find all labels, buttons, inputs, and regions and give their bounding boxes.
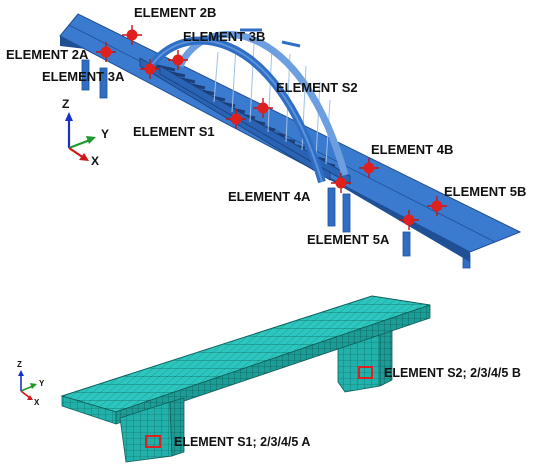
arch-bracing xyxy=(197,28,301,48)
label-element-s1: ELEMENT S1 xyxy=(133,124,215,139)
label-element-s1-a: ELEMENT S1; 2/3/4/5 A xyxy=(174,435,310,449)
axis-triad-top: Z Y X xyxy=(62,97,109,168)
label-element-2b: ELEMENT 2B xyxy=(134,5,216,20)
marker-5a xyxy=(399,210,419,230)
mesh-slab-side xyxy=(115,304,431,425)
label-element-3a: ELEMENT 3A xyxy=(42,69,125,84)
marker-4a xyxy=(331,173,351,193)
marker-4b xyxy=(359,158,379,178)
top-labels: ELEMENT 2B ELEMENT 2A ELEMENT 3B ELEMENT… xyxy=(6,5,526,247)
arch-back xyxy=(176,31,349,176)
axis-z-label: Z xyxy=(62,97,69,111)
girder-right xyxy=(159,65,351,185)
label-element-2a: ELEMENT 2A xyxy=(6,47,89,62)
axis-x-label: X xyxy=(91,154,99,168)
marker-3b xyxy=(168,50,188,70)
axis-triad-bottom: Z Y X xyxy=(17,360,45,407)
marker-5b xyxy=(427,196,447,216)
element-box-a xyxy=(145,435,161,448)
label-element-5b: ELEMENT 5B xyxy=(444,184,526,199)
label-element-3b: ELEMENT 3B xyxy=(183,29,265,44)
deck-top xyxy=(59,13,522,253)
axis-z-label-small: Z xyxy=(17,360,22,369)
axis-y-label: Y xyxy=(101,127,109,141)
label-element-s2-b: ELEMENT S2; 2/3/4/5 B xyxy=(384,366,521,380)
label-element-4b: ELEMENT 4B xyxy=(371,142,453,157)
axis-y-label-small: Y xyxy=(39,379,45,388)
marker-s2 xyxy=(253,98,273,118)
element-markers xyxy=(96,25,447,230)
label-element-s2: ELEMENT S2 xyxy=(276,80,358,95)
bridge-model xyxy=(59,13,522,269)
marker-2b xyxy=(122,25,142,45)
marker-3a xyxy=(140,59,160,79)
bridge-piers xyxy=(81,59,471,269)
meshed-section-model xyxy=(60,295,431,463)
label-element-5a: ELEMENT 5A xyxy=(307,232,390,247)
marker-s1 xyxy=(226,109,246,129)
marker-2a xyxy=(96,42,116,62)
element-box-b xyxy=(358,366,373,379)
label-element-4a: ELEMENT 4A xyxy=(228,189,311,204)
axis-x-label-small: X xyxy=(34,398,40,407)
